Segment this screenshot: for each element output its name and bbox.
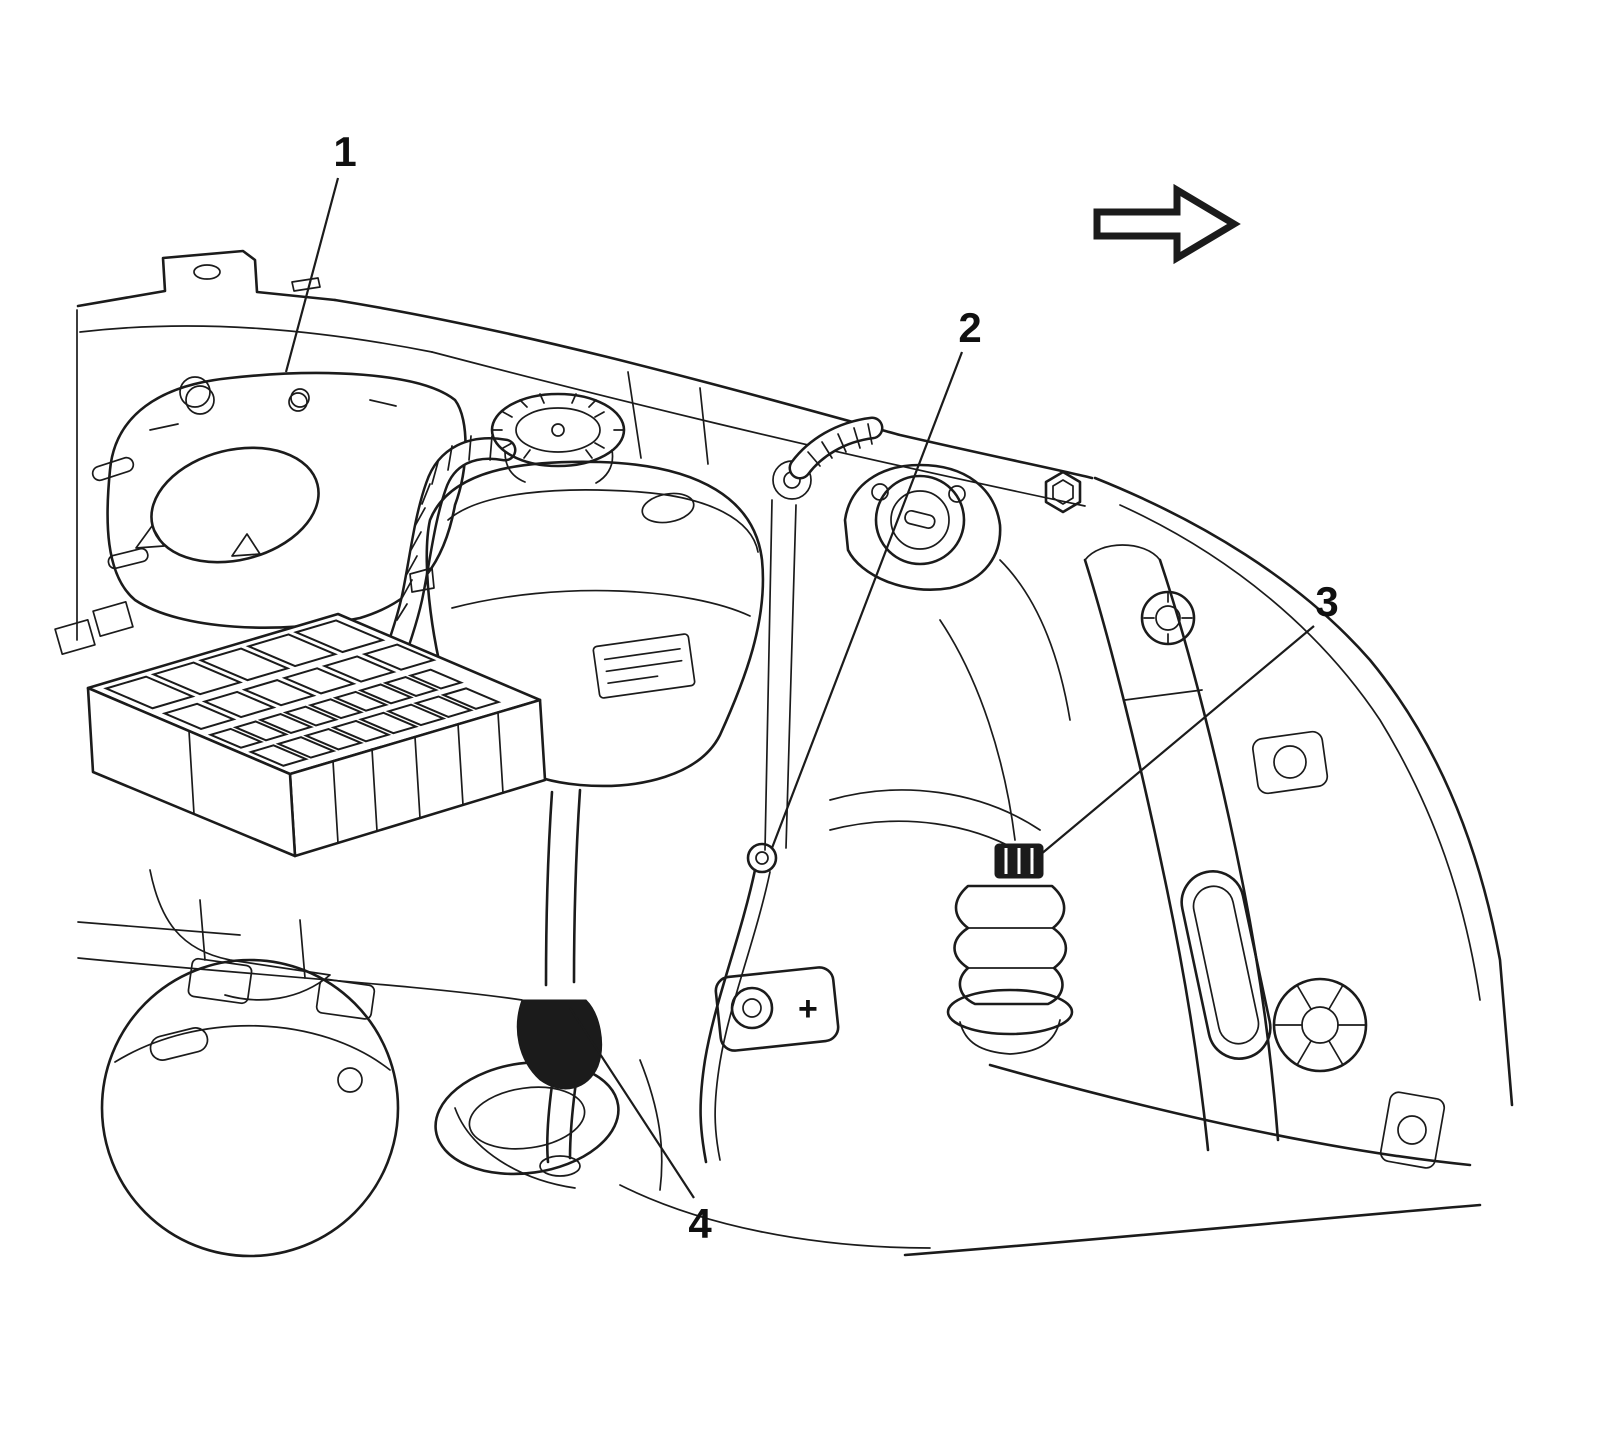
- arrow-right-icon: [1093, 183, 1241, 265]
- hex-fastener: [1044, 470, 1082, 514]
- callout-2-leader: [770, 351, 964, 849]
- boot-component: [946, 843, 1074, 1055]
- grommet: [1140, 590, 1196, 646]
- vent-hose: [388, 435, 517, 652]
- rail-star-emblem: [1272, 977, 1368, 1073]
- hose-clamp-boot: [516, 999, 603, 1090]
- shock-tower-circle: [100, 958, 400, 1258]
- coolant-reservoir: [388, 392, 884, 1177]
- body-structure: [76, 249, 1482, 1258]
- right-frame-rail: [1083, 476, 1514, 1152]
- harness-conduit: [788, 416, 884, 480]
- callouts: 1 2 3 4: [284, 128, 1339, 1247]
- callout-3: 3: [1315, 578, 1338, 625]
- callout-4-leader: [569, 1007, 695, 1199]
- battery-plus-symbol: +: [798, 990, 818, 1028]
- callout-3-leader: [1033, 625, 1315, 861]
- battery-cable-stud: +: [699, 842, 840, 1164]
- callout-4: 4: [688, 1200, 712, 1247]
- callout-1-leader: [284, 177, 340, 373]
- fuse-grid: [104, 620, 519, 766]
- gasket-plate: [106, 371, 467, 629]
- fuse-block: [54, 600, 547, 1020]
- battery-positive-terminal: +: [714, 966, 840, 1052]
- rail-slot: [1180, 870, 1272, 1060]
- lower-hose: [516, 788, 603, 1177]
- strut-tower-cap: [843, 463, 1002, 591]
- reservoir-cap: [490, 392, 626, 468]
- reservoir-label: [592, 633, 696, 699]
- callout-2: 2: [958, 304, 981, 351]
- callout-1: 1: [333, 128, 356, 175]
- top-left-bracket: [76, 249, 337, 308]
